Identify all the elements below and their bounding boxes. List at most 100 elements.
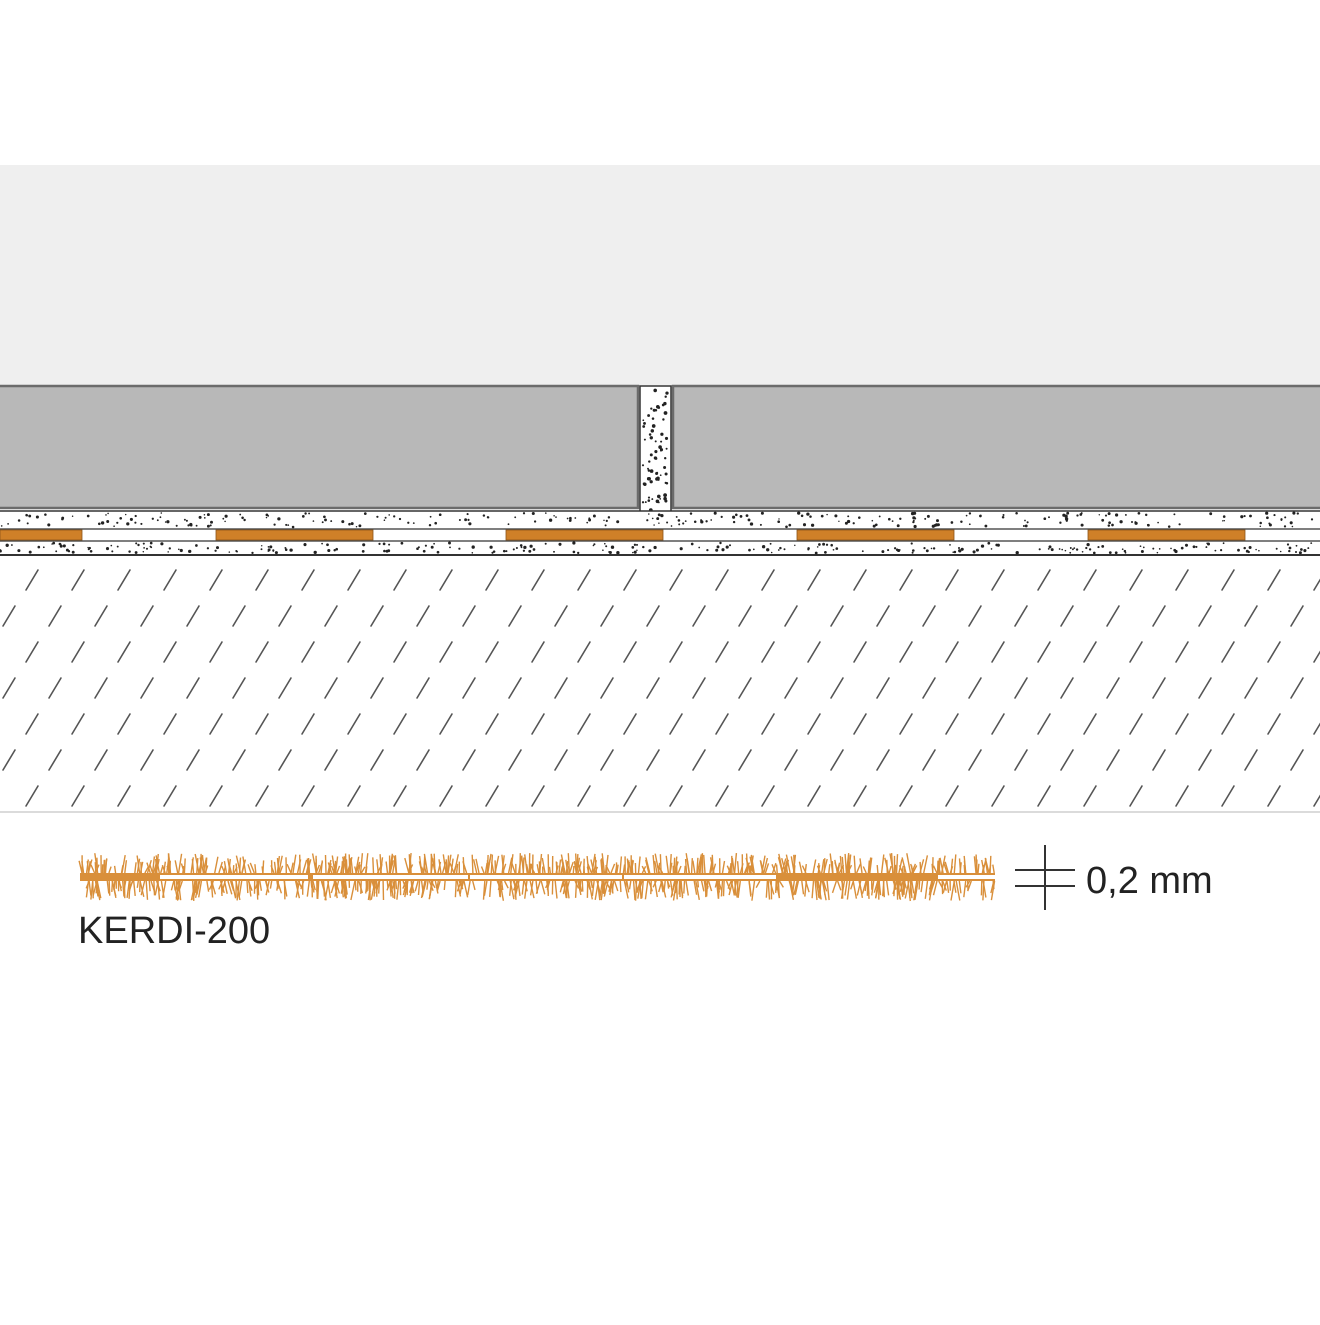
mortar-speck [523,550,525,552]
fleece-fiber [693,861,695,873]
mortar-speck [135,515,137,517]
fleece-fiber [351,881,355,900]
mortar-speck [101,521,104,524]
mortar-speck [1299,551,1302,554]
mortar-speck [1023,525,1025,527]
mortar-speck [1015,512,1018,515]
fleece-fiber [171,881,173,890]
mortar-speck [835,547,838,550]
mortar-speck [807,547,810,550]
mortar-speck [1002,516,1005,519]
fleece-fiber [964,881,966,897]
mortar-speck [1105,515,1107,517]
mortar-speck [690,512,692,514]
mortar-speck [176,525,178,527]
mortar-speck [1289,547,1292,550]
tile-left [0,386,638,508]
mortar-speck [892,520,894,522]
mortar-speck [1115,551,1118,554]
fleece-fiber [510,881,512,896]
fleece-fiber [377,859,379,873]
mortar-speck [166,520,169,523]
fleece-fiber [419,881,420,895]
mortar-speck [1115,513,1118,516]
fleece-fiber [907,853,911,873]
mortar-speck [777,520,780,523]
mortar-speck [178,548,180,550]
mortar-speck [608,551,610,553]
fleece-fiber [175,860,178,873]
fleece-fiber [860,858,862,873]
mortar-speck [1244,515,1246,517]
mortar-speck [927,515,930,518]
fleece-fiber [179,881,180,891]
grout-speck [651,498,653,500]
mortar-speck [1296,545,1298,547]
mortar-speck [676,516,678,518]
mortar-speck [1061,549,1063,551]
mortar-speck [833,549,835,551]
mortar-speck [593,515,596,518]
mortar-speck [216,546,219,549]
fleece-fiber [882,855,884,874]
fleece-fiber [897,854,898,873]
fleece-fiber [749,881,751,897]
grout-speck [650,453,653,456]
fleece-fiber [146,881,147,900]
mortar-speck [1295,551,1297,553]
mortar-speck [425,545,427,547]
mortar-speck [1222,520,1223,521]
mortar-speck [160,542,163,545]
fleece-fiber [161,867,163,874]
mortar-speck [1205,546,1207,548]
fleece-fiber [337,866,340,873]
mortar-speck [794,545,795,546]
mortar-speck [1284,516,1286,518]
mortar-speck [87,547,88,548]
mortar-speck [210,524,212,526]
mortar-speck [733,521,735,523]
mortar-speck [1076,514,1078,516]
fleece-fiber [415,881,418,891]
mortar-speck [161,512,163,514]
fleece-fiber [702,857,703,873]
fleece-fiber [756,881,760,888]
mortar-speck [1141,550,1144,553]
mortar-speck [838,521,839,522]
mortar-speck [847,520,850,523]
mortar-speck [1280,551,1282,553]
mortar-speck [268,548,271,551]
mortar-speck [1260,526,1262,528]
mortar-speck [1108,521,1111,524]
mortar-speck [1300,548,1303,551]
mortar-speck [821,515,824,518]
mortar-speck [90,550,93,553]
mortar-speck [1284,525,1286,527]
fleece-fiber [934,866,937,873]
mortar-speck [430,516,432,518]
mortar-speck [169,547,171,549]
fleece-fiber [592,881,594,896]
mortar-speck [448,542,451,545]
mortar-speck [973,550,976,553]
mortar-speck [239,514,241,516]
mortar-speck [458,548,460,550]
fleece-fiber [845,854,846,873]
fleece-fiber [206,858,207,873]
fleece-fiber [959,881,961,893]
fleece-fiber [802,881,804,894]
room-area [0,165,1320,385]
mortar-speck [1059,548,1061,550]
fleece-fiber [925,881,927,899]
mortar-speck [467,513,469,515]
mortar-speck [267,515,269,517]
fleece-fiber [525,854,528,873]
mortar-speck [214,550,216,552]
sample-gap [624,875,776,879]
mortar-speck [1147,524,1150,527]
mortar-speck [292,526,295,529]
mortar-speck [72,551,75,554]
mortar-speck [207,513,210,516]
mortar-speck [1025,524,1028,527]
mortar-speck [1099,514,1100,515]
